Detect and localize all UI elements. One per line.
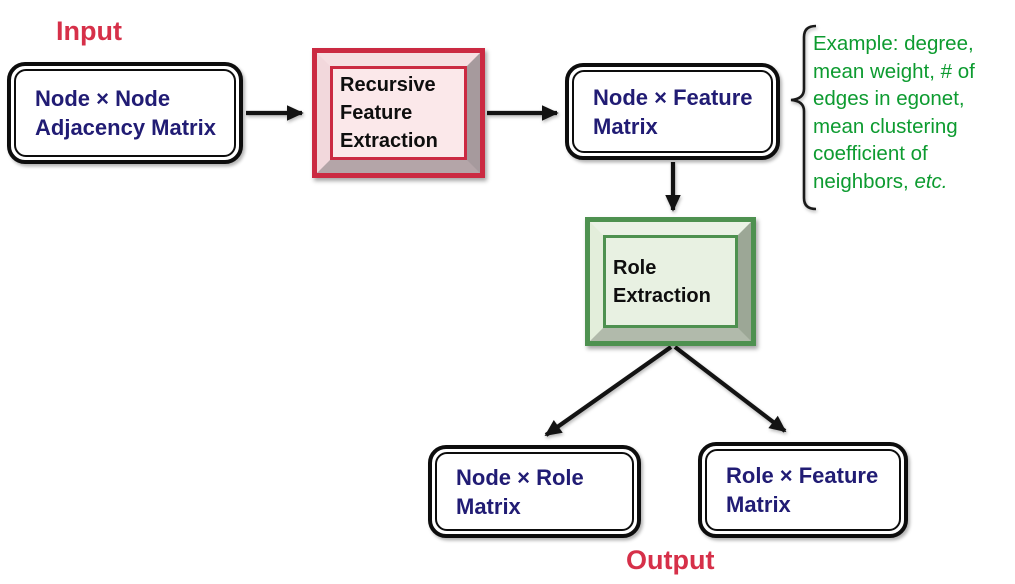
feature-examples-annotation: Example: degree, mean weight, # of edges…	[813, 30, 1013, 195]
recursive-feature-extraction-label: Recursive Feature Extraction	[340, 74, 438, 152]
arrow-role-extraction-to-role-feature	[673, 345, 787, 433]
adjacency-matrix-label: Node × Node Adjacency Matrix	[35, 86, 216, 140]
adjacency-matrix-node: Node × Node Adjacency Matrix	[7, 62, 243, 164]
feature-examples-etc: etc.	[914, 169, 948, 193]
node-role-matrix-node-inner: Node × Role Matrix	[435, 452, 634, 531]
output-label: Output	[626, 545, 715, 575]
recursive-feature-extraction-bevel: Recursive Feature Extraction	[317, 53, 480, 173]
arrow-role-extraction-to-node-role	[544, 345, 673, 437]
role-extraction-bevel: Role Extraction	[590, 222, 751, 341]
node-feature-matrix-label: Node × Feature Matrix	[593, 84, 753, 139]
input-label: Input	[56, 16, 122, 46]
role-extraction-label: Role Extraction	[613, 256, 711, 307]
role-feature-matrix-label: Role × Feature Matrix	[726, 463, 879, 517]
node-feature-matrix-node-inner: Node × Feature Matrix	[572, 70, 773, 153]
recursive-feature-extraction-core: Recursive Feature Extraction	[330, 66, 467, 160]
adjacency-matrix-node-inner: Node × Node Adjacency Matrix	[14, 69, 236, 157]
role-feature-matrix-node: Role × Feature Matrix	[698, 442, 908, 538]
role-feature-matrix-node-inner: Role × Feature Matrix	[705, 449, 901, 531]
node-role-matrix-label: Node × Role Matrix	[456, 464, 584, 519]
node-feature-matrix-node: Node × Feature Matrix	[565, 63, 780, 160]
feature-examples-text: Example: degree, mean weight, # of edges…	[813, 32, 975, 193]
role-extraction-node: Role Extraction	[585, 217, 756, 346]
node-role-matrix-node: Node × Role Matrix	[428, 445, 641, 538]
role-extraction-core: Role Extraction	[603, 235, 738, 328]
recursive-feature-extraction-node: Recursive Feature Extraction	[312, 48, 485, 178]
